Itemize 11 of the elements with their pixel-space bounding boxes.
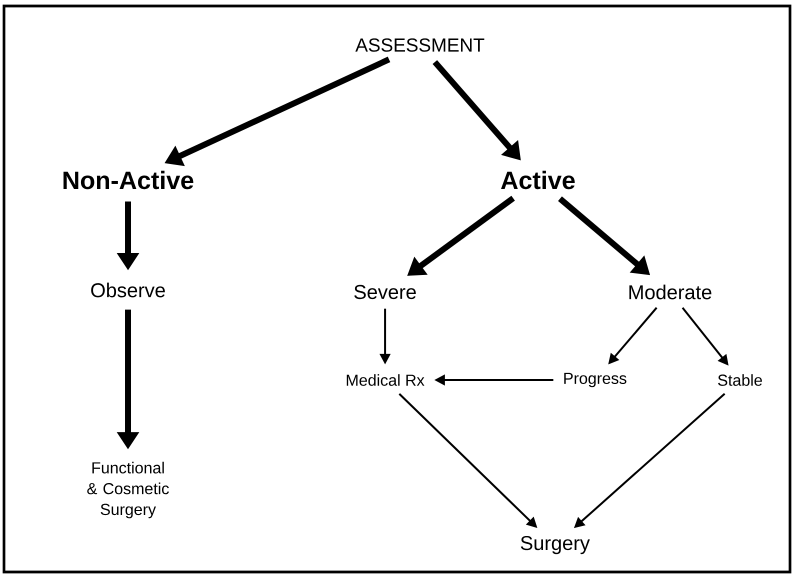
category-text: Active [501, 170, 575, 190]
step-text: Severe [354, 284, 416, 300]
step-text: Moderate [629, 284, 712, 300]
step-text: Progress [564, 372, 626, 388]
step-text: Surgery [520, 536, 590, 554]
step-text: Stable [718, 374, 762, 386]
step-text: Medical Rx [346, 374, 424, 386]
heading-text: ASSESSMENT [355, 38, 484, 52]
category-text: Non-Active [64, 170, 194, 190]
step-text: Functional & Cosmetic Surgery [87, 462, 169, 518]
step-text: Observe [91, 282, 165, 298]
